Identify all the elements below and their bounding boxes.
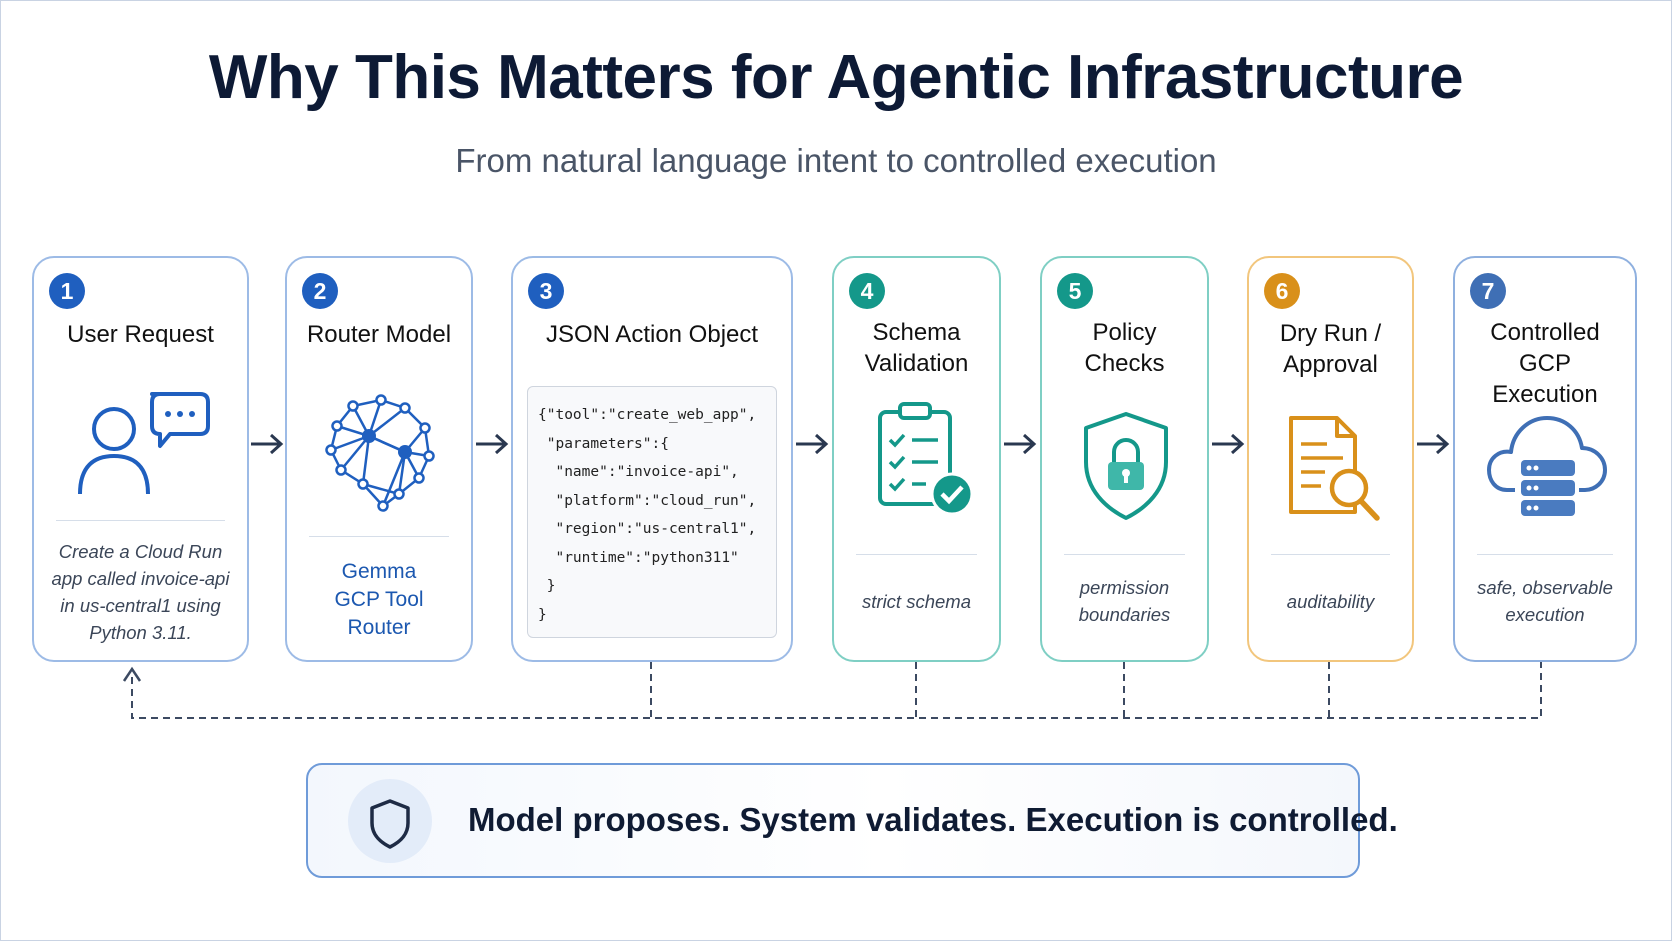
step-number-badge: 3	[528, 273, 564, 309]
banner-shield-badge	[348, 779, 432, 863]
step-card-router-model: 2 Router Model Gemma GCP Tool Router	[285, 256, 473, 662]
flow-arrow-icon	[1417, 433, 1450, 455]
divider	[1477, 554, 1613, 555]
flow-arrow-icon	[476, 433, 509, 455]
step-number-badge: 5	[1057, 273, 1093, 309]
divider	[1271, 554, 1390, 555]
step-title: Schema Validation	[864, 319, 969, 377]
step-card-json-action: 3 JSON Action Object {"tool":"create_web…	[511, 256, 793, 662]
step-caption: Create a Cloud Run app called invoice-ap…	[51, 541, 230, 643]
page-title: Why This Matters for Agentic Infrastruct…	[208, 43, 1464, 112]
step-title: JSON Action Object	[545, 321, 759, 348]
code-line: "name":"invoice-api",	[538, 464, 739, 480]
code-line: {"tool":"create_web_app",	[538, 407, 757, 423]
document-search-icon	[1289, 416, 1380, 521]
code-line: "runtime":"python311"	[538, 549, 739, 566]
step-number-badge: 1	[49, 273, 85, 309]
step-number-badge: 2	[302, 273, 338, 309]
json-code-block: {"tool":"create_web_app", "parameters":{…	[527, 386, 777, 638]
divider	[309, 536, 449, 537]
step-number-badge: 6	[1264, 273, 1300, 309]
user-chat-icon	[78, 392, 210, 495]
flow-arrow-icon	[1212, 433, 1245, 455]
shield-icon	[370, 799, 410, 849]
cloud-server-icon	[1487, 416, 1607, 516]
step-caption: safe, observable execution	[1477, 577, 1613, 625]
step-card-gcp-execution: 7 Controlled GCP Execution safe, observa…	[1453, 256, 1637, 662]
step-caption: permission boundaries	[1078, 577, 1171, 625]
step-caption: strict schema	[862, 591, 971, 612]
step-caption: Gemma GCP Tool Router	[334, 560, 424, 639]
step-card-schema-validation: 4 Schema Validation strict schema	[832, 256, 1001, 662]
step-title: User Request	[67, 321, 214, 348]
code-line: "platform":"cloud_run",	[538, 492, 757, 509]
step-title: Policy Checks	[1084, 319, 1165, 377]
step-title: Dry Run / Approval	[1279, 320, 1382, 378]
flow-arrow-icon	[251, 433, 284, 455]
clipboard-check-icon	[878, 402, 974, 516]
step-title: Router Model	[306, 321, 452, 348]
code-line: }	[538, 606, 547, 623]
summary-banner: Model proposes. System validates. Execut…	[306, 763, 1398, 878]
step-card-user-request: 1 User Request Create a Cloud Run app ca…	[32, 256, 249, 662]
step-caption: auditability	[1286, 591, 1375, 612]
divider	[1064, 554, 1185, 555]
shield-lock-icon	[1084, 412, 1168, 520]
code-line: "region":"us-central1",	[538, 521, 757, 537]
step-title: Controlled GCP Execution	[1490, 319, 1600, 408]
flow-arrow-icon	[1004, 433, 1037, 455]
divider	[856, 554, 977, 555]
step-card-dry-run: 6 Dry Run / Approval auditability	[1247, 256, 1414, 662]
code-line: }	[538, 578, 556, 594]
divider	[56, 520, 225, 521]
code-line: "parameters":{	[538, 435, 669, 452]
page-subtitle: From natural language intent to controll…	[455, 142, 1217, 179]
step-number-badge: 7	[1470, 273, 1506, 309]
flow-arrow-icon	[796, 433, 829, 455]
banner-text: Model proposes. System validates. Execut…	[468, 801, 1398, 838]
step-number-badge: 4	[849, 273, 885, 309]
step-card-policy-checks: 5 Policy Checks permission boundaries	[1040, 256, 1209, 662]
neural-network-icon	[325, 394, 435, 512]
